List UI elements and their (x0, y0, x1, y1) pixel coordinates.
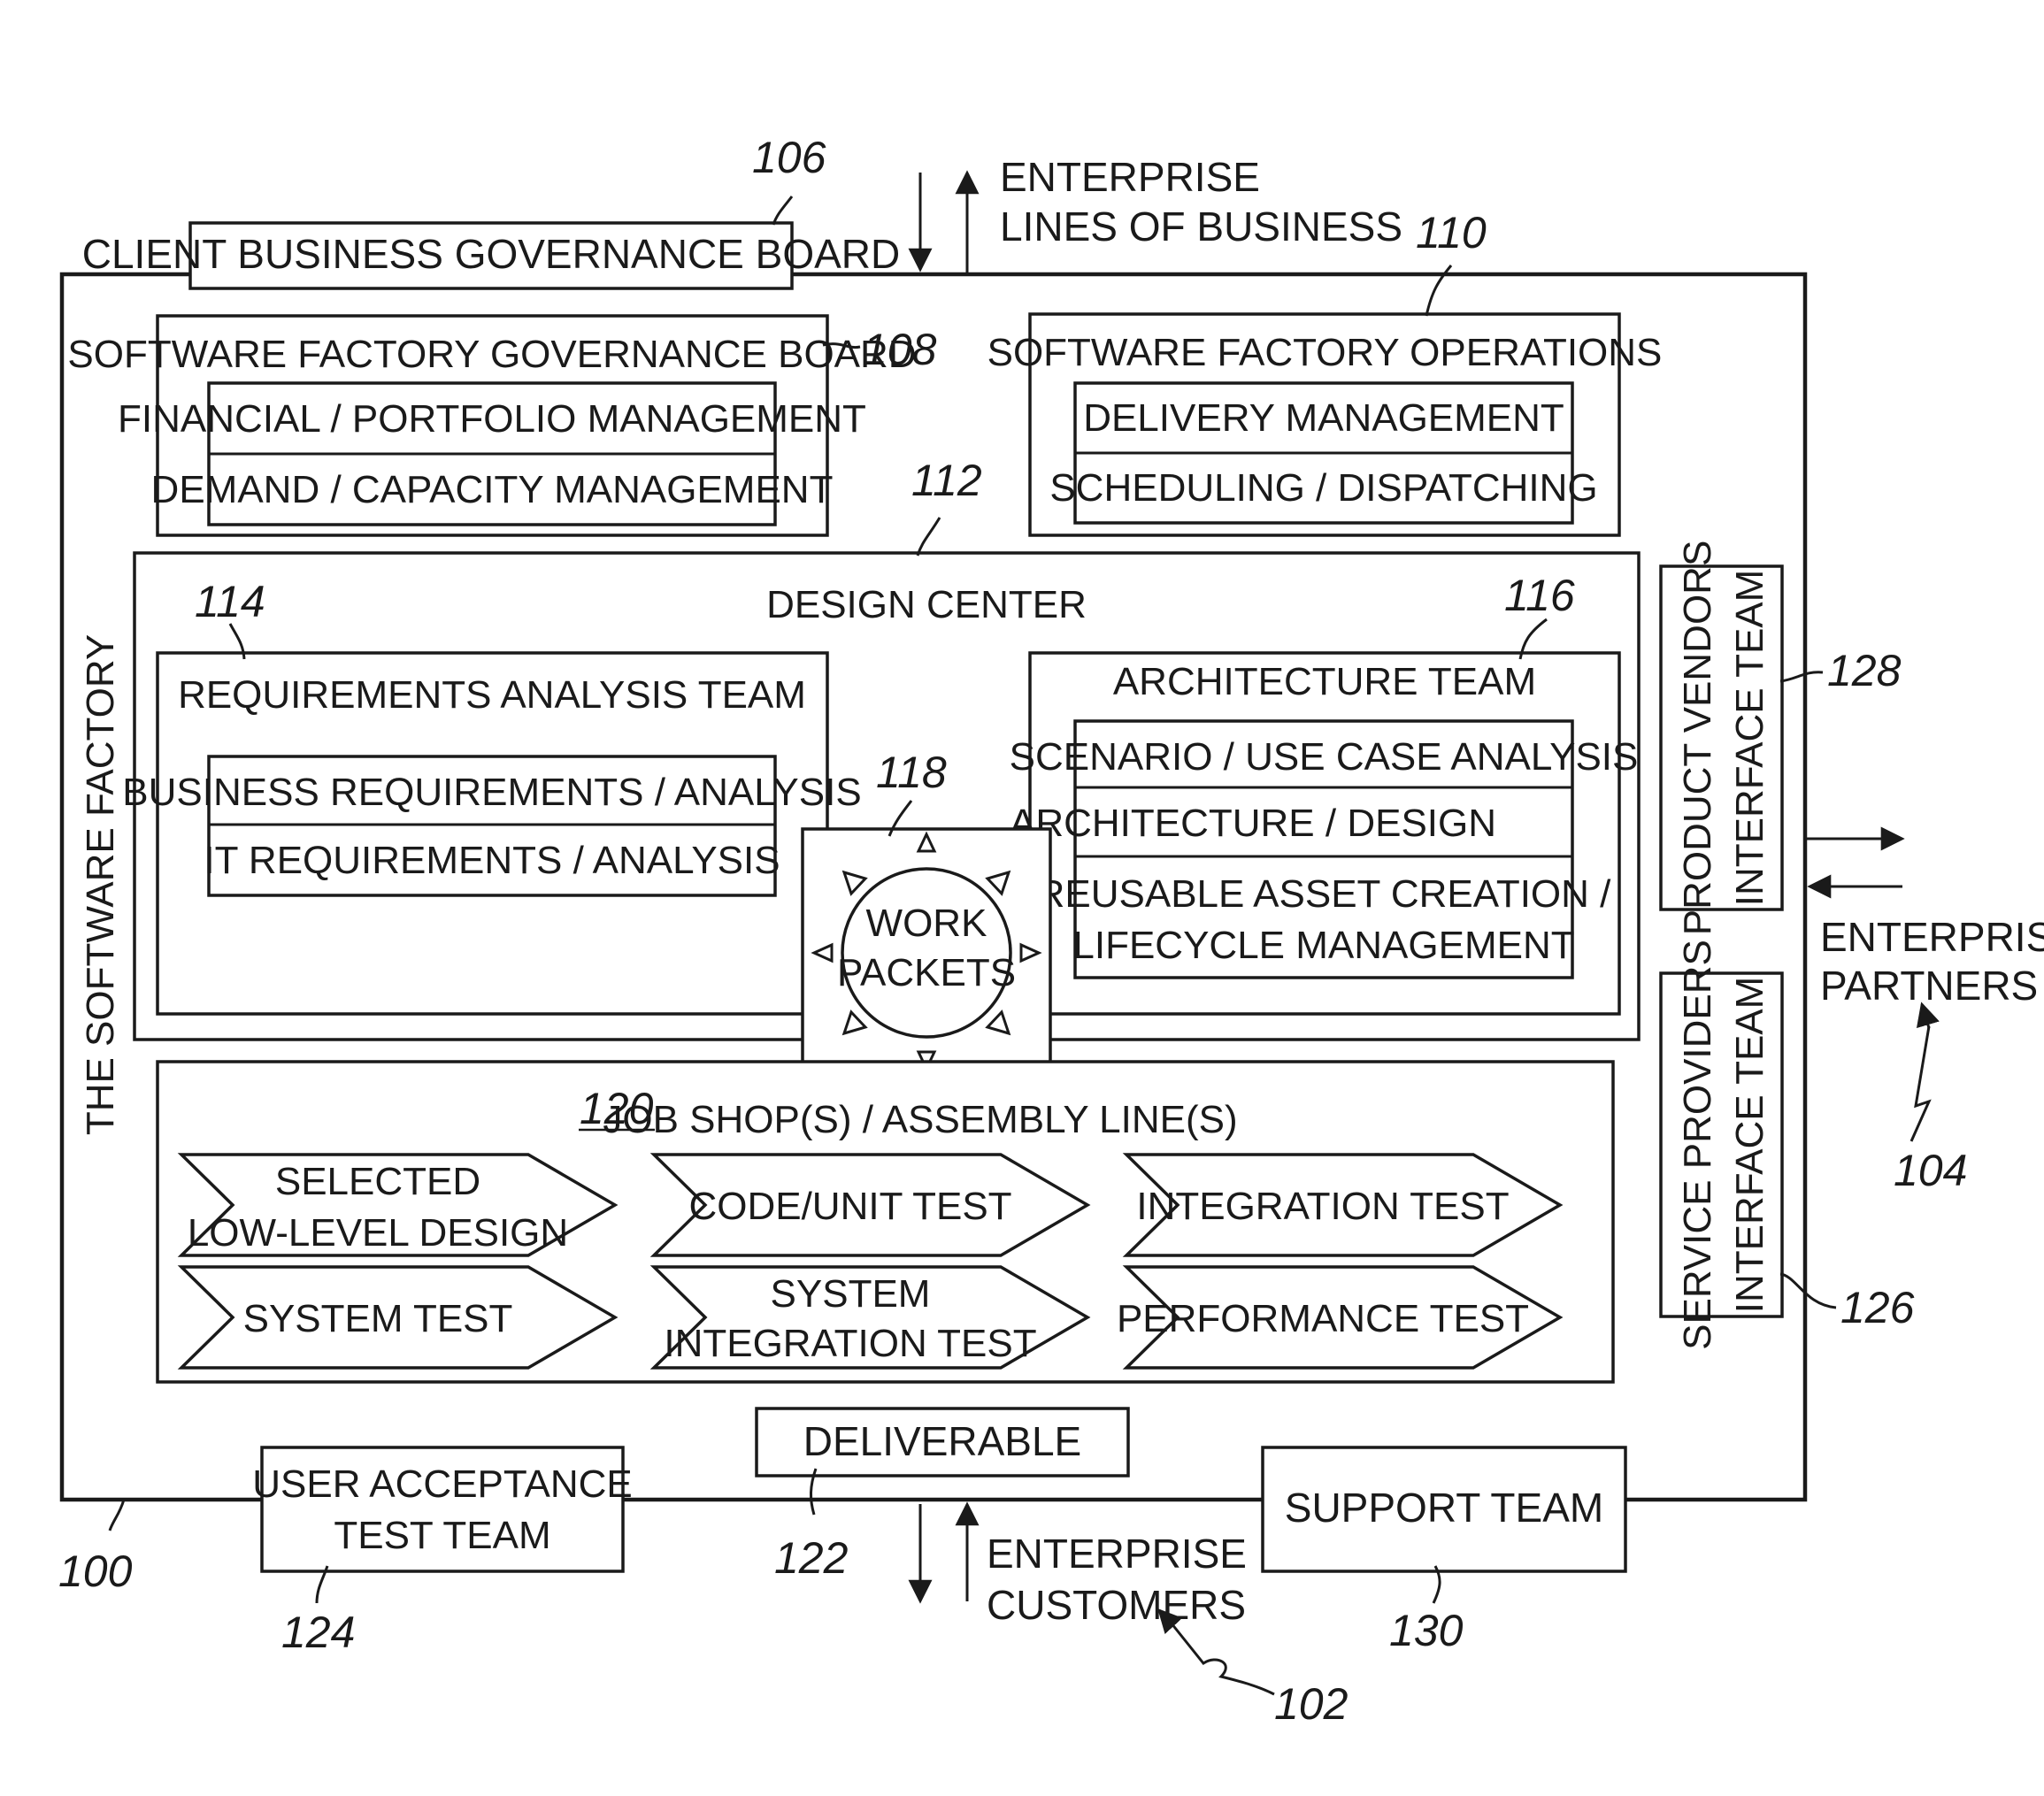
ref-110: 110 (1416, 208, 1487, 257)
enterprise-lob-label-1: ENTERPRISE (1000, 154, 1260, 200)
product-vendors-label-1: PRODUCT VENDORS (1676, 541, 1719, 936)
design-center-title: DESIGN CENTER (766, 583, 1087, 626)
uat-label-2: TEST TEAM (334, 1514, 550, 1557)
ref-118: 118 (876, 748, 947, 797)
service-providers-label-2: INTERFACE TEAM (1728, 977, 1771, 1314)
reusable-asset-label-2: LIFECYCLE MANAGEMENT (1072, 924, 1574, 967)
sf-operations-title: SOFTWARE FACTORY OPERATIONS (987, 331, 1663, 374)
stage-selected-lld-2: LOW-LEVEL DESIGN (188, 1211, 568, 1255)
enterprise-partners-label-1: ENTERPRISE (1820, 914, 2044, 960)
stage-system-integration-2: INTEGRATION TEST (664, 1322, 1036, 1365)
ref-122: 122 (774, 1533, 849, 1583)
stage-code-unit-test: CODE/UNIT TEST (688, 1185, 1011, 1228)
software-factory-label: THE SOFTWARE FACTORY (79, 634, 122, 1135)
ref-100: 100 (58, 1547, 133, 1596)
product-vendors-label-2: INTERFACE TEAM (1728, 570, 1771, 907)
demand-capacity-label: DEMAND / CAPACITY MANAGEMENT (151, 468, 834, 511)
ref-112: 112 (911, 456, 982, 505)
enterprise-partners-label-2: PARTNERS (1820, 963, 2038, 1009)
it-requirements-label: IT REQUIREMENTS / ANALYSIS (204, 839, 780, 882)
ref-106: 106 (752, 133, 826, 182)
ref-108: 108 (863, 325, 937, 374)
scenario-use-case-label: SCENARIO / USE CASE ANALYSIS (1010, 735, 1639, 779)
enterprise-customers-label-2: CUSTOMERS (987, 1582, 1246, 1628)
ref-120: 120 (580, 1084, 654, 1133)
ref-102: 102 (1274, 1679, 1349, 1729)
architecture-design-label: ARCHITECTURE / DESIGN (1010, 802, 1496, 845)
service-providers-label-1: SERVICE PROVIDERS (1676, 940, 1719, 1350)
stage-system-test: SYSTEM TEST (243, 1297, 513, 1340)
uat-label-1: USER ACCEPTANCE (252, 1462, 633, 1506)
financial-portfolio-label: FINANCIAL / PORTFOLIO MANAGEMENT (118, 397, 866, 441)
ref-126: 126 (1840, 1283, 1915, 1332)
work-packets-label-1: WORK (866, 902, 987, 945)
stage-system-integration-1: SYSTEM (771, 1272, 931, 1316)
enterprise-lob-label-2: LINES OF BUSINESS (1000, 203, 1402, 249)
ref-104: 104 (1894, 1146, 1967, 1195)
architecture-title: ARCHITECTURE TEAM (1113, 660, 1536, 703)
ref-130: 130 (1389, 1606, 1464, 1655)
work-packets-label-2: PACKETS (837, 951, 1016, 994)
ref-114: 114 (195, 577, 265, 626)
business-requirements-label: BUSINESS REQUIREMENTS / ANALYSIS (122, 771, 861, 814)
scheduling-dispatching-label: SCHEDULING / DISPATCHING (1049, 466, 1597, 510)
ref-124: 124 (281, 1608, 355, 1657)
ref-128: 128 (1827, 646, 1902, 695)
requirements-title: REQUIREMENTS ANALYSIS TEAM (178, 673, 806, 717)
delivery-management-label: DELIVERY MANAGEMENT (1083, 396, 1564, 440)
job-shop-title: JOB SHOP(S) / ASSEMBLY LINE(S) (603, 1098, 1237, 1141)
reusable-asset-label-1: REUSABLE ASSET CREATION / (1037, 872, 1612, 916)
stage-selected-lld-1: SELECTED (275, 1160, 480, 1203)
stage-integration-test: INTEGRATION TEST (1136, 1185, 1509, 1228)
enterprise-customers-label-1: ENTERPRISE (987, 1531, 1247, 1577)
ref-116: 116 (1504, 571, 1575, 620)
support-team-label: SUPPORT TEAM (1285, 1485, 1603, 1531)
client-board-label: CLIENT BUSINESS GOVERNANCE BOARD (82, 231, 900, 277)
sf-governance-title: SOFTWARE FACTORY GOVERNANCE BOARD (67, 333, 916, 376)
deliverable-label: DELIVERABLE (803, 1418, 1081, 1464)
stage-performance-test: PERFORMANCE TEST (1117, 1297, 1529, 1340)
